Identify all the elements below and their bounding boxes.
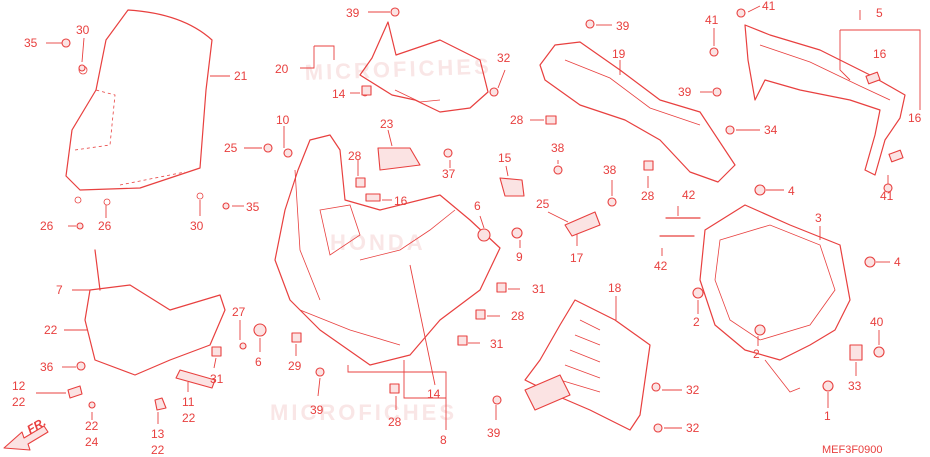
label-2b: 2	[753, 347, 760, 361]
label-31a: 31	[210, 372, 224, 386]
label-21: 21	[234, 69, 248, 83]
middle-cowl	[67, 249, 226, 411]
label-32a: 32	[497, 51, 511, 65]
leader-lines	[36, 5, 921, 430]
label-22b: 22	[12, 395, 26, 409]
label-5: 5	[876, 6, 883, 20]
label-19: 19	[612, 47, 626, 61]
label-39e: 39	[487, 426, 501, 440]
label-4b: 4	[894, 255, 901, 269]
label-22e: 22	[85, 419, 99, 433]
label-38a: 38	[551, 141, 565, 155]
label-35b: 35	[246, 200, 260, 214]
label-2a: 2	[693, 315, 700, 329]
label-32b: 32	[686, 383, 700, 397]
label-22c: 22	[182, 411, 196, 425]
label-37: 37	[442, 167, 456, 181]
label-15: 15	[498, 151, 512, 165]
label-16a: 16	[873, 47, 887, 61]
label-24: 24	[85, 435, 99, 449]
label-28e: 28	[511, 309, 525, 323]
label-36: 36	[40, 360, 54, 374]
label-42b: 42	[654, 259, 668, 273]
label-18: 18	[608, 281, 622, 295]
label-39c: 39	[678, 85, 692, 99]
front-cowl	[274, 134, 501, 366]
label-31c: 31	[490, 337, 504, 351]
label-13: 13	[151, 427, 165, 441]
label-16c: 16	[394, 194, 408, 208]
label-41c: 41	[880, 189, 894, 203]
label-12: 12	[12, 379, 26, 393]
label-11: 11	[182, 395, 195, 409]
label-40: 40	[870, 315, 884, 329]
label-28b: 28	[348, 149, 362, 163]
label-38b: 38	[603, 163, 617, 177]
label-16b: 16	[908, 111, 922, 125]
watermark-bottom: MICROFICHES	[270, 400, 457, 425]
label-30b: 30	[190, 219, 204, 233]
inner-cover	[539, 41, 736, 183]
label-33: 33	[848, 379, 862, 393]
label-27: 27	[232, 305, 246, 319]
label-30a: 30	[76, 23, 90, 37]
windscreen	[65, 9, 213, 206]
label-39b: 39	[616, 19, 630, 33]
label-6b: 6	[255, 355, 262, 369]
label-25b: 25	[536, 197, 550, 211]
label-32c: 32	[686, 421, 700, 435]
label-22a: 22	[44, 323, 58, 337]
label-6a: 6	[474, 199, 481, 213]
label-3: 3	[815, 211, 822, 225]
label-26b: 26	[98, 219, 112, 233]
label-39d: 39	[310, 403, 324, 417]
label-4a: 4	[788, 184, 795, 198]
label-26a: 26	[40, 219, 54, 233]
label-39a: 39	[346, 6, 360, 20]
label-23: 23	[380, 117, 394, 131]
label-28a: 28	[510, 113, 524, 127]
label-22d: 22	[151, 443, 165, 457]
cowl-stay	[699, 204, 851, 393]
meter-stay	[744, 24, 906, 176]
label-9: 9	[516, 250, 523, 264]
label-31b: 31	[532, 282, 546, 296]
label-14b: 14	[427, 387, 441, 401]
part-labels: 35 30 21 26 26 30 35 39 20 14 32 39 19 3…	[12, 0, 922, 457]
label-29: 29	[288, 359, 302, 373]
label-7: 7	[56, 283, 63, 297]
label-20: 20	[275, 62, 289, 76]
watermark-center: HONDA	[330, 230, 426, 255]
watermark-top: MICROFICHES	[304, 53, 492, 85]
label-10: 10	[276, 113, 290, 127]
label-42a: 42	[682, 188, 696, 202]
label-17: 17	[570, 251, 584, 265]
front-direction-marker: FR.	[3, 415, 49, 451]
lower-inner-panel	[524, 299, 651, 431]
diagram-code: MEF3F0900	[822, 444, 883, 456]
label-28c: 28	[641, 189, 655, 203]
label-14a: 14	[332, 87, 346, 101]
label-1: 1	[824, 409, 831, 423]
label-28d: 28	[388, 415, 402, 429]
label-41a: 41	[705, 13, 719, 27]
label-34: 34	[764, 123, 778, 137]
label-35a: 35	[24, 36, 38, 50]
label-8: 8	[440, 433, 447, 447]
label-25a: 25	[224, 141, 238, 155]
label-41b: 41	[762, 0, 776, 13]
fasteners	[61, 7, 893, 433]
